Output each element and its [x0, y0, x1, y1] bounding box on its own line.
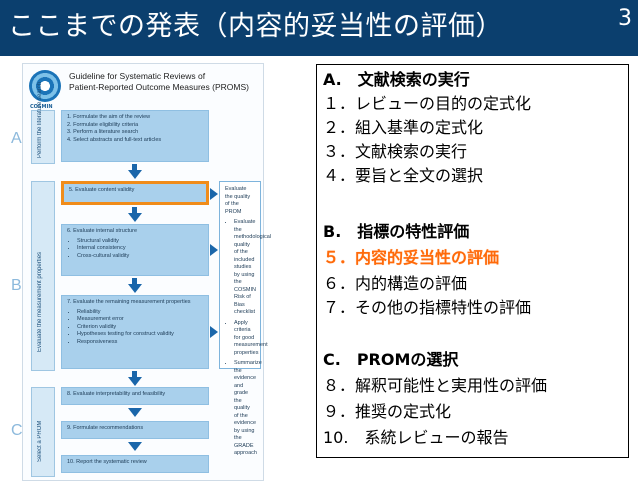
down-arrow-icon [128, 170, 142, 179]
cosmin-guideline-figure: COSMIN Guideline for Systematic Reviews … [11, 63, 271, 481]
step-7: 7. Evaluate the remaining measurement pr… [67, 299, 191, 305]
phase-c-label: Select a PROM [37, 420, 43, 462]
outline-item-2: ２．組入基準の定式化 [323, 118, 484, 137]
phase-b-label-box: Evaluate the measurement properties [31, 181, 55, 371]
quality-evaluation-box: Evaluate the quality of the PROM Evaluat… [219, 181, 271, 456]
down-arrow-icon [128, 284, 142, 293]
guideline-title: Guideline for Systematic Reviews of Pati… [69, 71, 249, 93]
section-c-heading: C. PROMの選択 [323, 350, 459, 369]
title-bar [0, 0, 638, 56]
right-arrow-icon [210, 188, 218, 200]
phase-c-label-box: Select a PROM [31, 387, 55, 477]
side-item: Summarize the evidence and grade the qua… [234, 360, 262, 458]
outline-item-8: ８．解釈可能性と実用性の評価 [323, 376, 548, 395]
arrow-stem [132, 371, 137, 377]
right-arrow-icon [210, 326, 218, 338]
step-6: 6. Evaluate internal structure [67, 228, 138, 234]
logo-text: COSMIN [30, 104, 53, 110]
step-10: 10. Report the systematic review [67, 459, 147, 465]
step-8-box: 8. Evaluate interpretability and feasibi… [61, 387, 209, 405]
side-item: Apply criteria for good measurement prop… [234, 320, 268, 358]
phase-b-label: Evaluate the measurement properties [37, 251, 43, 352]
step-1: 1. Formulate the aim of the review [67, 114, 151, 120]
step-7-box: 7. Evaluate the remaining measurement pr… [61, 295, 209, 369]
step-10-box: 10. Report the systematic review [61, 455, 209, 473]
phase-a-label: Perform the literature search [37, 81, 43, 158]
step-8: 8. Evaluate interpretability and feasibi… [67, 391, 166, 397]
step-9-box: 9. Formulate recommendations [61, 421, 209, 439]
phase-letter-b: B [11, 277, 22, 294]
side-item: Evaluate the methodological quality of t… [234, 219, 271, 317]
arrow-stem [132, 164, 137, 170]
arrow-stem [132, 278, 137, 284]
step-4: 4. Select abstracts and full-text articl… [67, 136, 162, 143]
step-7-item: Responsiveness [77, 339, 203, 347]
right-arrow-icon [210, 244, 218, 256]
step-7-item: Hypotheses testing for construct validit… [77, 331, 203, 339]
step-7-item: Reliability [77, 309, 203, 317]
outline-item-9: ９．推奨の定式化 [323, 402, 452, 421]
down-arrow-icon [128, 377, 142, 386]
step-6-box: 6. Evaluate internal structure Structura… [61, 224, 209, 276]
step-6-item: Cross-cultural validity [77, 253, 203, 261]
step-5-box: 5. Evaluate content validity [61, 181, 209, 205]
phase-a-label-box: Perform the literature search [31, 81, 55, 164]
outline-item-4: ４．要旨と全文の選択 [323, 166, 484, 185]
outline-panel: A. 文献検索の実行 １．レビューの目的の定式化 ２．組入基準の定式化 ３．文献… [316, 64, 629, 458]
outline-item-10: 10. 系統レビューの報告 [323, 428, 509, 447]
slide-title: ここまでの発表（内容的妥当性の評価） [8, 11, 503, 42]
step-9: 9. Formulate recommendations [67, 425, 144, 431]
outline-item-1: １．レビューの目的の定式化 [323, 94, 532, 113]
down-arrow-icon [128, 408, 142, 417]
step-7-item: Measurement error [77, 316, 203, 324]
arrow-stem [132, 207, 137, 213]
step-7-item: Criterion validity [77, 324, 203, 332]
step-6-item: Structural validity [77, 238, 203, 246]
section-a-heading: A. 文献検索の実行 [323, 70, 470, 89]
down-arrow-icon [128, 213, 142, 222]
page-number: 3 [618, 6, 632, 31]
step-5: 5. Evaluate content validity [69, 187, 135, 193]
outline-item-5-highlighted: ５．内容的妥当性の評価 [323, 248, 500, 267]
section-b-heading: B. 指標の特性評価 [323, 222, 470, 241]
side-title: Evaluate the quality of the PROM [225, 186, 251, 215]
steps-a-box: 1. Formulate the aim of the review 2. Fo… [61, 110, 209, 162]
step-6-item: Internal consistency [77, 245, 203, 253]
outline-item-6: ６．内的構造の評価 [323, 274, 468, 293]
step-3: 3. Perform a literature search [67, 129, 139, 135]
outline-item-3: ３．文献検索の実行 [323, 142, 468, 161]
guideline-title-line2: Patient-Reported Outcome Measures (PROMS… [69, 82, 249, 92]
guideline-title-line1: Guideline for Systematic Reviews of [69, 71, 206, 81]
step-2: 2. Formulate eligibility criteria [67, 121, 139, 128]
phase-letter-c: C [11, 422, 23, 439]
phase-letter-a: A [11, 130, 22, 147]
down-arrow-icon [128, 442, 142, 451]
outline-item-7: ７．その他の指標特性の評価 [323, 298, 532, 317]
cosmin-logo-icon [29, 70, 61, 102]
